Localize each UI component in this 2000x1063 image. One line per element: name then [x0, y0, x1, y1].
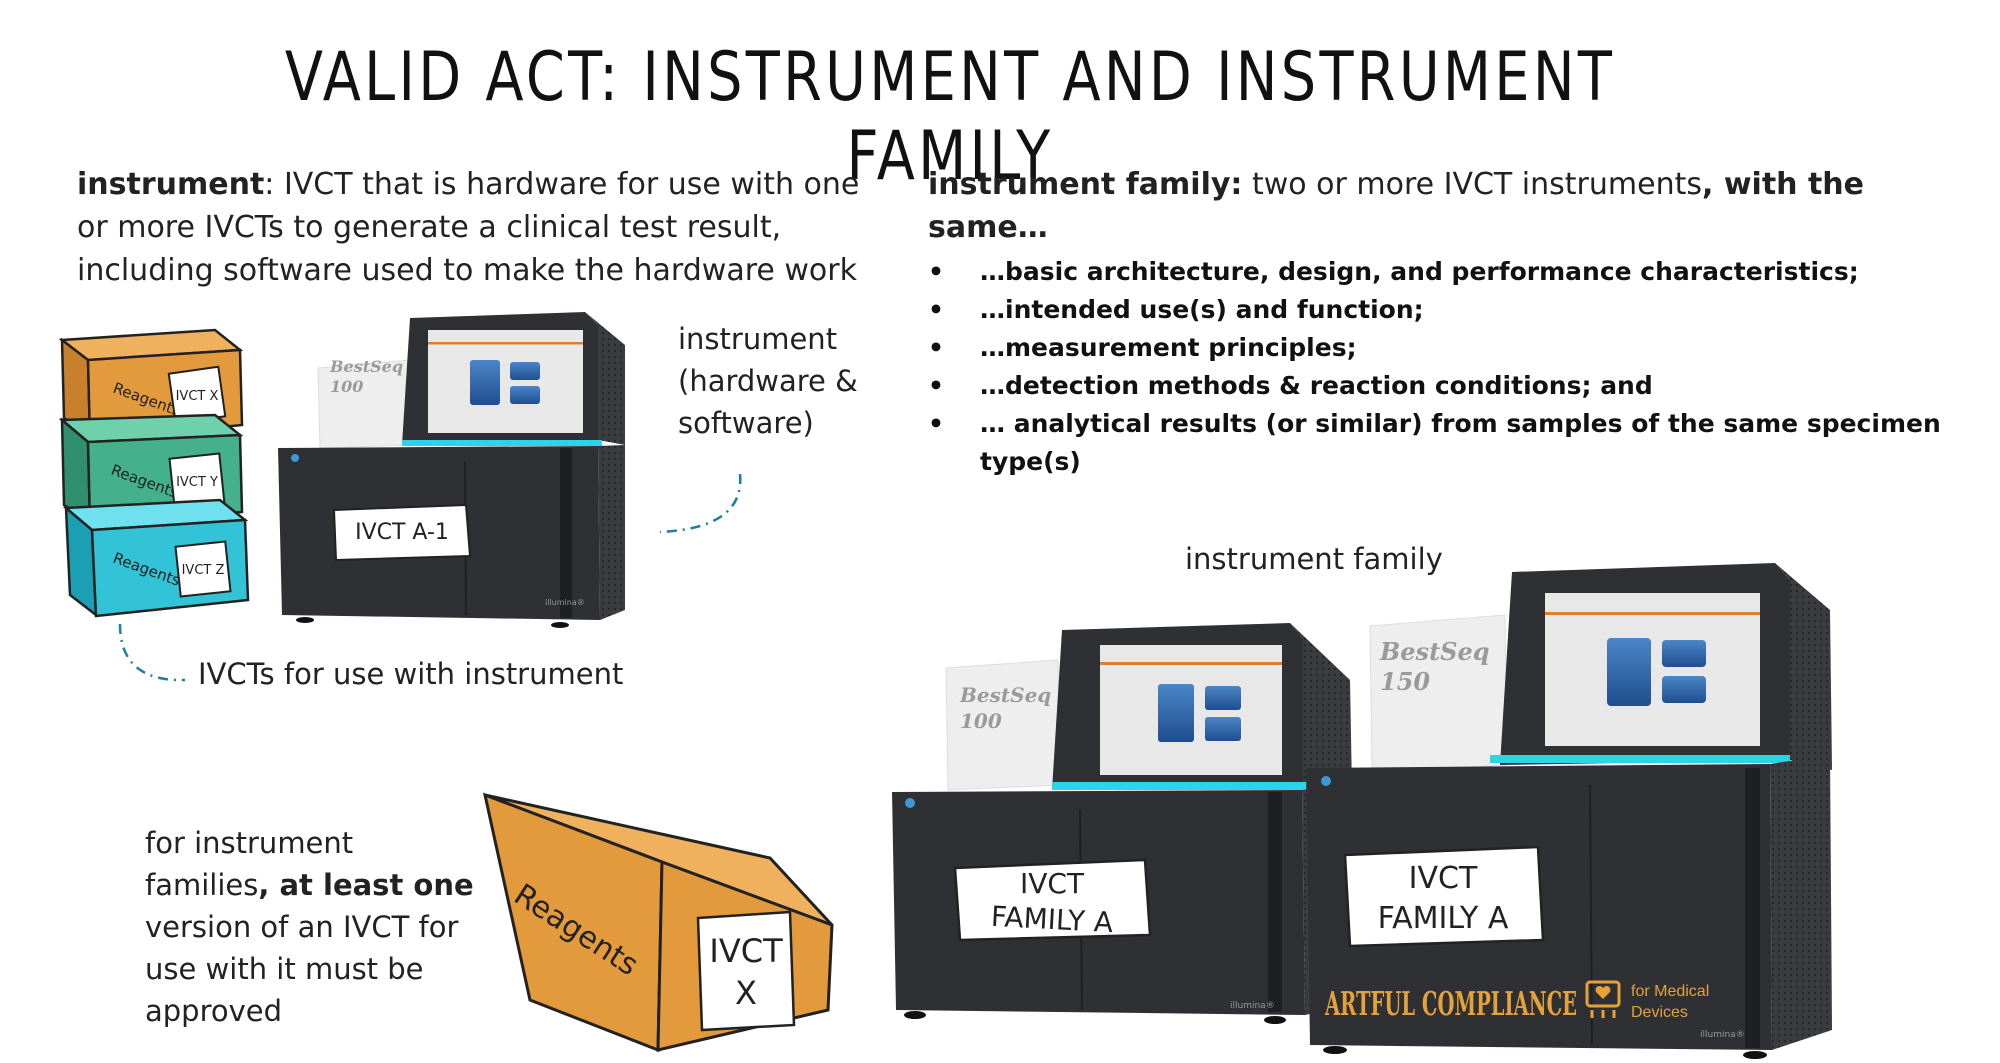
criteria-item: … analytical results (or similar) from s…	[928, 405, 1988, 481]
maker-text: illumina®	[1230, 1001, 1275, 1011]
brand-text: BestSeq	[329, 357, 403, 376]
instrument-label-line1: IVCT	[1020, 867, 1085, 900]
family-criteria-list: …basic architecture, design, and perform…	[928, 253, 1988, 481]
ivct-label-line1: IVCT	[709, 932, 783, 970]
model-text: 150	[1380, 667, 1430, 696]
brand-text: BestSeq	[1379, 637, 1490, 666]
instrument-label-line2: FAMILY A	[1378, 901, 1509, 936]
ivct-label-line2: X	[735, 974, 757, 1012]
criteria-item: …basic architecture, design, and perform…	[928, 253, 1988, 291]
maker-text: illumina®	[545, 598, 585, 607]
family-term: instrument family:	[928, 167, 1243, 202]
note-bold: , at least one	[258, 868, 474, 902]
logo-name: ARTFUL COMPLIANCE	[1324, 984, 1577, 1023]
screen	[428, 330, 583, 433]
reagent-box-y: Reagents IVCT Y	[58, 413, 244, 526]
family-tail: , with the same…	[928, 167, 1865, 245]
family-caption: instrument family	[1185, 542, 1443, 576]
instrument-family-2: BestSeq 150 IVCT FAMILY A illumina®	[1306, 563, 1832, 1059]
ivct-z-label: IVCT Z	[182, 563, 225, 578]
ivcts-caption: IVCTs for use with instrument	[198, 657, 624, 691]
instrument-text: : IVCT that is hardware for use with one…	[77, 167, 860, 288]
instrument-label-line1: IVCT	[1409, 861, 1478, 896]
model-text: 100	[330, 377, 363, 396]
connector-ivcts	[118, 623, 186, 682]
reagent-box-large: Reagents IVCT X	[482, 792, 834, 1053]
criteria-item: …intended use(s) and function;	[928, 291, 1988, 329]
approval-note: for instrument families, at least one ve…	[145, 822, 485, 1032]
ivct-y-label: IVCT Y	[176, 475, 218, 490]
instrument-family-1: BestSeq 100 IVCT FAMILY A illumina®	[892, 623, 1352, 1024]
family-text: two or more IVCT instruments	[1242, 167, 1702, 202]
model-text: 100	[960, 709, 1002, 733]
artful-compliance-logo: ARTFUL COMPLIANCE for Medical Devices	[1324, 980, 1709, 1023]
logo-sub-line2: Devices	[1631, 1004, 1688, 1021]
connector-instrument	[659, 473, 742, 534]
note-post: version of an IVCT for use with it must …	[145, 910, 459, 1028]
heart-monitor-icon	[1585, 980, 1621, 1008]
screen	[1545, 593, 1760, 746]
criteria-item: …measurement principles;	[928, 329, 1988, 367]
criteria-item: …detection methods & reaction conditions…	[928, 367, 1988, 405]
note-pre: for instrument families	[145, 826, 354, 902]
instrument-definition: instrument: IVCT that is hardware for us…	[77, 163, 877, 292]
ivct-x-label: IVCT X	[176, 389, 219, 404]
instrument-term: instrument	[77, 167, 265, 202]
family-definition: instrument family: two or more IVCT inst…	[928, 163, 1968, 249]
maker-text: illumina®	[1700, 1030, 1745, 1040]
brand-text: BestSeq	[959, 683, 1051, 707]
instrument-label: IVCT A-1	[355, 520, 449, 545]
page-title: VALID ACT: INSTRUMENT AND INSTRUMENT FAM…	[284, 38, 1616, 196]
instrument-caption: instrument (hardware & software)	[678, 322, 858, 440]
instrument-label-line2: FAMILY A	[990, 900, 1114, 939]
instrument-single: BestSeq 100 IVCT A-1 illumina®	[278, 312, 625, 628]
logo-sub-line1: for Medical	[1631, 983, 1709, 1000]
reagent-box-z: Reagents IVCT Z	[62, 498, 250, 618]
